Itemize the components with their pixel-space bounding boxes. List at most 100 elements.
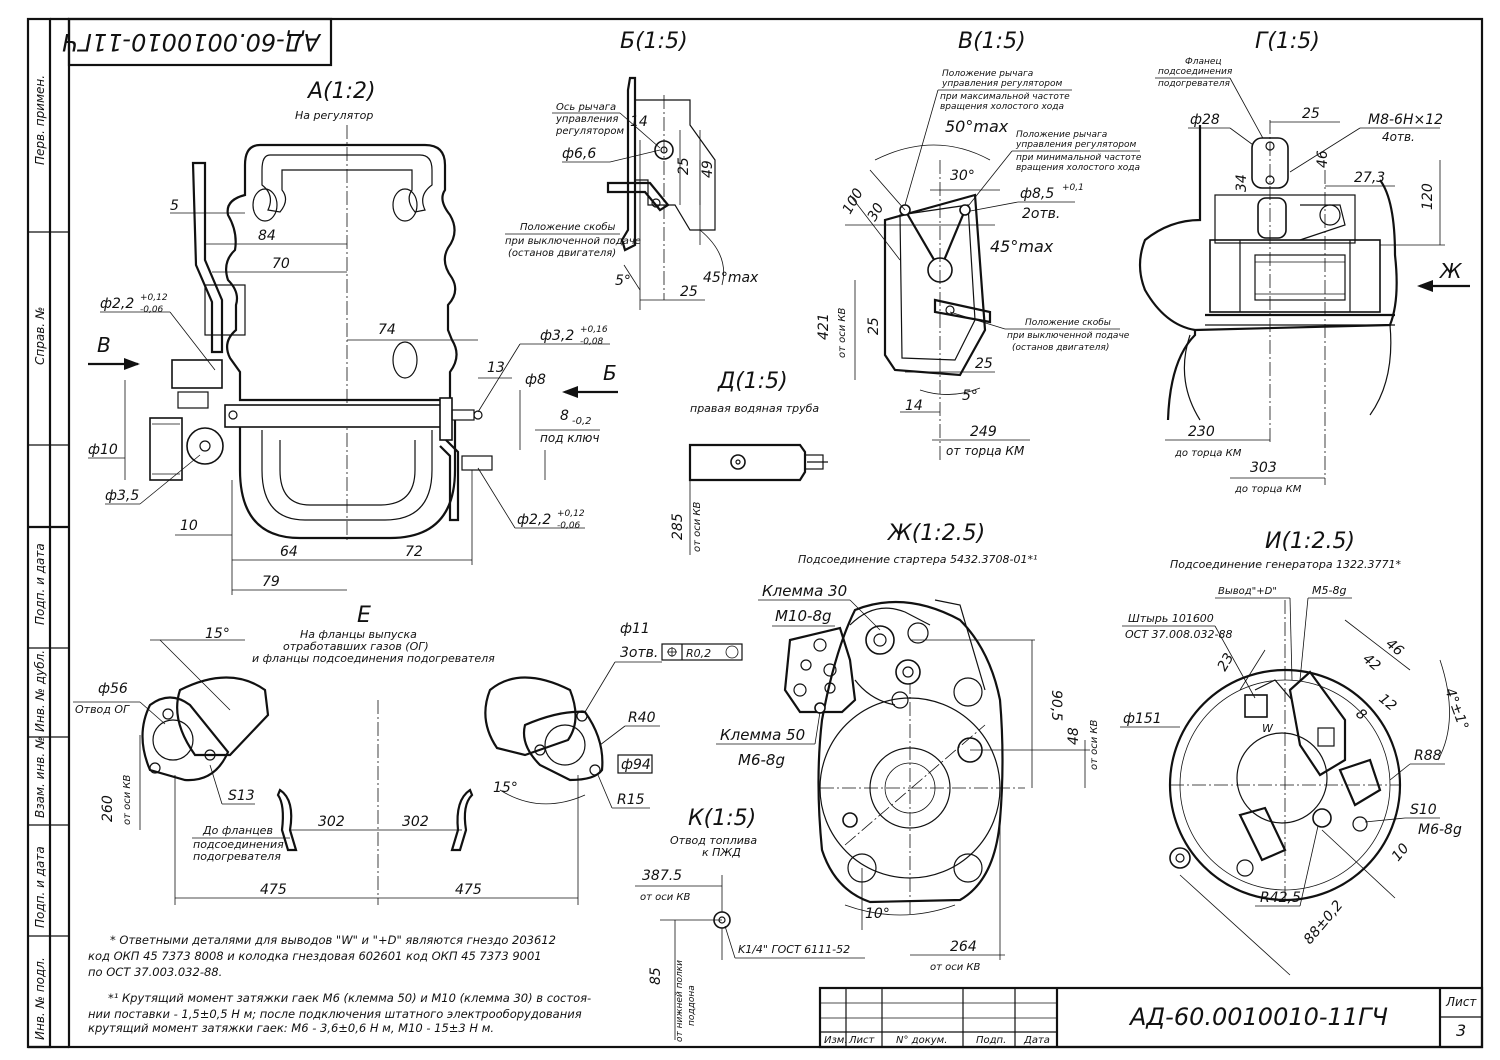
view-i-m6: М6-8g	[1418, 822, 1462, 838]
view-zh-dim-264: 264	[950, 939, 977, 955]
view-g-dim-46: 46	[1315, 150, 1331, 168]
view-i-pin: Штырь 101600	[1128, 612, 1214, 625]
view-b-dim-49: 49	[700, 160, 716, 178]
view-zh-dim-48: 48	[1066, 727, 1082, 745]
view-a-dim-74: 74	[378, 322, 396, 338]
view-a-d10: ф10	[88, 442, 118, 458]
view-a-key-tol: -0,2	[572, 416, 592, 427]
side-label-podp1: Подп. и дата	[33, 543, 47, 625]
view-i-d151: ф151	[1123, 711, 1162, 727]
tb-doc: N° докум.	[896, 1035, 947, 1046]
view-v-angle45: 45°max	[990, 237, 1054, 256]
view-a-key: 8	[560, 408, 569, 424]
view-k-pallet-2: поддона	[687, 985, 697, 1026]
view-g-thread: М8-6H×12	[1368, 112, 1443, 128]
view-i: И(1:2.5) Подсоединение генератора 1322.3…	[1120, 529, 1471, 976]
view-b-axis-note-2: управления	[555, 114, 618, 125]
view-b-axis-note-3: регулятором	[555, 126, 624, 137]
view-g-flange-2: подсоединения	[1158, 67, 1233, 77]
view-v-dim-25a: 25	[866, 317, 882, 335]
view-g: Г(1:5) Фланец подсоединения подогревател…	[1138, 29, 1470, 495]
view-zh-k50: Клемма 50	[720, 726, 805, 744]
view-i-r88: R88	[1414, 748, 1442, 764]
tb-date: Дата	[1023, 1035, 1050, 1046]
view-i-subtitle: Подсоединение генератора 1322.3771*	[1170, 558, 1402, 571]
view-v-bracket-1: Положение скобы	[1025, 318, 1111, 328]
side-label-podp2: Подп. и дата	[33, 846, 47, 928]
drawing-number-rotated: АД-60.0010010-11ГЧ	[62, 28, 322, 56]
note-line-5: нии поставки - 1,5±0,5 Н м; после подклю…	[88, 1007, 582, 1021]
view-e-d11: ф11	[620, 621, 650, 637]
view-v-d85: ф8,5	[1020, 186, 1054, 202]
view-i-w: W	[1262, 722, 1274, 735]
view-k-dim-3875: 387.5	[642, 868, 682, 884]
view-g-arrow-label: Ж	[1438, 259, 1463, 283]
view-e-sub-2: отработавших газов (ОГ)	[283, 640, 429, 653]
view-zh-k30: Клемма 30	[762, 582, 847, 600]
view-g-from-km-2: до торца КМ	[1234, 484, 1302, 495]
view-i-dim-46: 46	[1382, 636, 1406, 660]
view-v-max-2: управления регулятором	[941, 79, 1062, 89]
view-e-dim-302b: 302	[402, 814, 429, 830]
view-e-dim-475a: 475	[260, 882, 287, 898]
view-a-dim-d8: ф8	[525, 372, 546, 388]
view-v-dim-421: 421	[816, 313, 832, 340]
view-d-title: Д(1:5)	[717, 369, 788, 394]
view-g-dim-34: 34	[1234, 174, 1250, 192]
view-k-pallet-1: от нижней полки	[675, 960, 685, 1042]
view-i-angle: 4°±1°	[1441, 686, 1471, 732]
view-v-min-1: Положение рычага	[1016, 130, 1107, 140]
view-a-dim-70: 70	[272, 256, 290, 272]
view-g-flange-3: подогревателя	[1158, 79, 1230, 89]
view-g-d28: ф28	[1190, 112, 1220, 128]
view-k-axis-kv: от оси КВ	[640, 892, 691, 903]
view-b-dim-25b: 25	[680, 284, 698, 300]
view-i-dim-42: 42	[1359, 651, 1383, 675]
view-v-from-km: от торца КМ	[946, 444, 1025, 458]
view-b-dim-25: 25	[676, 157, 692, 175]
note-line-2: код ОКП 45 7373 8008 и колодка гнездовая…	[88, 949, 542, 963]
view-g-dim-120: 120	[1420, 183, 1436, 210]
view-v-max-1: Положение рычага	[942, 69, 1033, 79]
view-g-dim-273: 27,3	[1354, 170, 1385, 186]
view-e-sub-3: и фланцы подсоединения подогревателя	[252, 652, 495, 665]
view-v-bracket-2: при выключенной подаче	[1007, 331, 1130, 341]
view-e-angle15a: 15°	[205, 626, 230, 642]
view-a-dim-64: 64	[280, 544, 298, 560]
view-a-subtitle: На регулятор	[295, 109, 373, 122]
view-v-max-3: при максимальной частоте	[940, 92, 1070, 102]
tb-podp: Подп.	[976, 1035, 1006, 1046]
view-zh: Ж(1:2.5) Подсоединение стартера 5432.370…	[716, 521, 1100, 973]
view-zh-axis-kv2: от оси КВ	[930, 962, 981, 973]
view-i-vyvod: Вывод"+D"	[1218, 586, 1277, 597]
view-v: В(1:5) Положение рычага управления регул…	[816, 29, 1142, 460]
view-k-sub-2: к ПЖД	[702, 846, 741, 859]
view-e-flange-3: подогревателя	[193, 850, 281, 863]
side-labels: Перв. примен. Справ. № Подп. и дата Инв.…	[33, 75, 47, 1040]
view-k-thread: K1/4" ГОСТ 6111-52	[738, 943, 850, 956]
view-zh-m10: М10-8g	[775, 607, 832, 625]
view-k: К(1:5) Отвод топлива к ПЖД 387.5 от оси …	[635, 806, 865, 1042]
view-v-dim-100: 100	[840, 186, 867, 217]
view-v-max-4: вращения холостого хода	[940, 102, 1064, 112]
view-zh-m6: М6-8g	[738, 751, 785, 769]
tb-izm: Изм.	[824, 1035, 848, 1046]
view-e-pos-tol: R0,2	[686, 647, 711, 660]
view-zh-angle10: 10°	[865, 906, 890, 922]
view-e-s13: S13	[228, 788, 255, 804]
view-v-angle30: 30°	[950, 168, 975, 184]
view-g-dim-230: 230	[1188, 424, 1215, 440]
view-e-angle15b: 15°	[493, 780, 518, 796]
frame	[26, 17, 1484, 1049]
view-g-flange-1: Фланец	[1185, 57, 1222, 67]
view-v-min-4: вращения холостого хода	[1016, 163, 1140, 173]
view-a-d3-tol-dn: -0,06	[557, 521, 581, 531]
view-g-from-km-1: до торца КМ	[1174, 448, 1242, 459]
view-a: А(1:2) На регулятор 5 8	[88, 79, 618, 595]
view-b-axis-note-1: Ось рычага	[556, 102, 616, 113]
view-v-angle50: 50°max	[945, 117, 1009, 136]
view-zh-axis-kv: от оси КВ	[1089, 719, 1100, 770]
view-a-d1: ф2,2	[100, 296, 134, 312]
view-v-dim-14: 14	[905, 398, 923, 414]
view-i-dim-8: 8	[1352, 706, 1369, 724]
